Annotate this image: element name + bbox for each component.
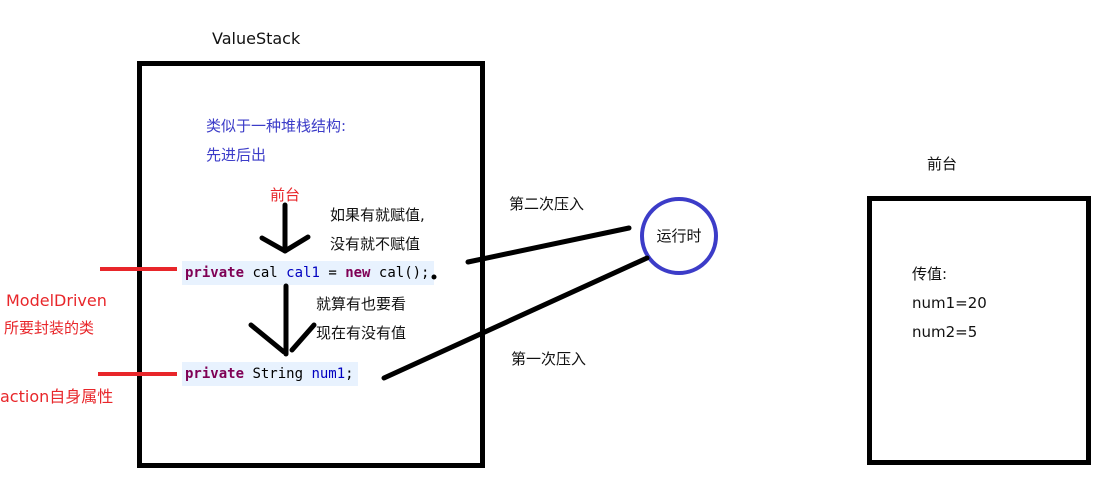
model-driven-label-line1: ModelDriven: [6, 291, 107, 310]
valuestack-description-line1: 类似于一种堆栈结构:: [206, 117, 347, 135]
code-line-action-field: private String num1;: [182, 362, 358, 386]
valuestack-box: [137, 61, 485, 468]
code-field-name: cal1: [286, 265, 320, 281]
code-keyword-private: private: [185, 265, 245, 281]
code-rest: cal();: [370, 265, 430, 281]
frontend-value-header: 传值:: [912, 265, 948, 283]
arrow-down-icon: [259, 202, 311, 254]
runtime-label: 运行时: [656, 226, 702, 245]
note-bottom-line1: 就算有也要看: [316, 295, 407, 313]
valuestack-description-line2: 先进后出: [206, 146, 267, 164]
frontend-label: 前台: [270, 186, 301, 204]
second-push-label: 第二次压入: [509, 195, 585, 213]
code-keyword-private: private: [185, 366, 245, 382]
code-type: cal: [244, 265, 287, 281]
code-field-name: num1: [311, 366, 346, 382]
frontend-value-num2: num2=5: [912, 323, 978, 341]
frontend-value-num1: num1=20: [912, 294, 987, 312]
code-type: String: [244, 366, 312, 382]
code-rest: ;: [345, 366, 354, 382]
action-property-label: action自身属性: [0, 387, 114, 406]
note-top-line2: 没有就不赋值: [330, 235, 421, 253]
note-top-line1: 如果有就赋值,: [330, 206, 425, 224]
valuestack-title: ValueStack: [212, 29, 301, 48]
frontend-box: [867, 196, 1091, 465]
runtime-circle: 运行时: [640, 197, 718, 275]
frontend-box-title: 前台: [927, 155, 958, 173]
model-driven-label-line2: 所要封装的类: [4, 319, 95, 337]
first-push-label: 第一次压入: [511, 350, 587, 368]
code-operator: =: [319, 265, 346, 281]
first-push-connector: [381, 255, 650, 381]
code-line-model-field: private cal cal1 = new cal();: [182, 261, 434, 285]
second-push-connector: [465, 225, 632, 265]
code-keyword-new: new: [345, 265, 371, 281]
arrow-down-icon: [248, 283, 317, 357]
note-bottom-line2: 现在有没有值: [316, 324, 407, 342]
dot-marker: [431, 274, 437, 280]
